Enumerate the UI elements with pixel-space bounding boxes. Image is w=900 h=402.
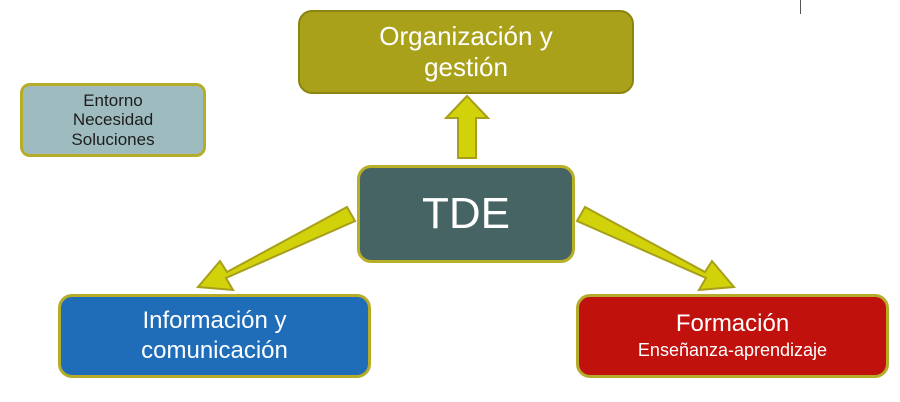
node-side-line1: Entorno (83, 90, 143, 110)
arrow-to-informacion (195, 205, 357, 292)
node-form-line1: Formación (675, 310, 790, 338)
node-organizacion-line1: Organización y (379, 21, 553, 52)
node-side-line3: Soluciones (71, 129, 155, 149)
node-entorno-necesidad-soluciones: Entorno Necesidad Soluciones (20, 83, 206, 157)
arrow-to-organizacion (443, 94, 491, 159)
node-side-line2: Necesidad (72, 110, 154, 130)
node-info-line1: Información y (142, 307, 287, 334)
node-tde-label: TDE (422, 189, 510, 238)
corner-divider-line (800, 0, 801, 14)
node-tde-center: TDE (357, 165, 575, 263)
node-informacion-comunicacion: Información y comunicación (58, 294, 371, 378)
node-organizacion-gestion: Organización y gestión (298, 10, 634, 94)
node-organizacion-line2: gestión (424, 52, 508, 82)
node-form-line2: Enseñanza-aprendizaje (637, 340, 828, 361)
arrow-to-formacion (575, 205, 737, 292)
node-formacion: Formación Enseñanza-aprendizaje (576, 294, 889, 378)
node-info-line2: comunicación (141, 337, 288, 364)
